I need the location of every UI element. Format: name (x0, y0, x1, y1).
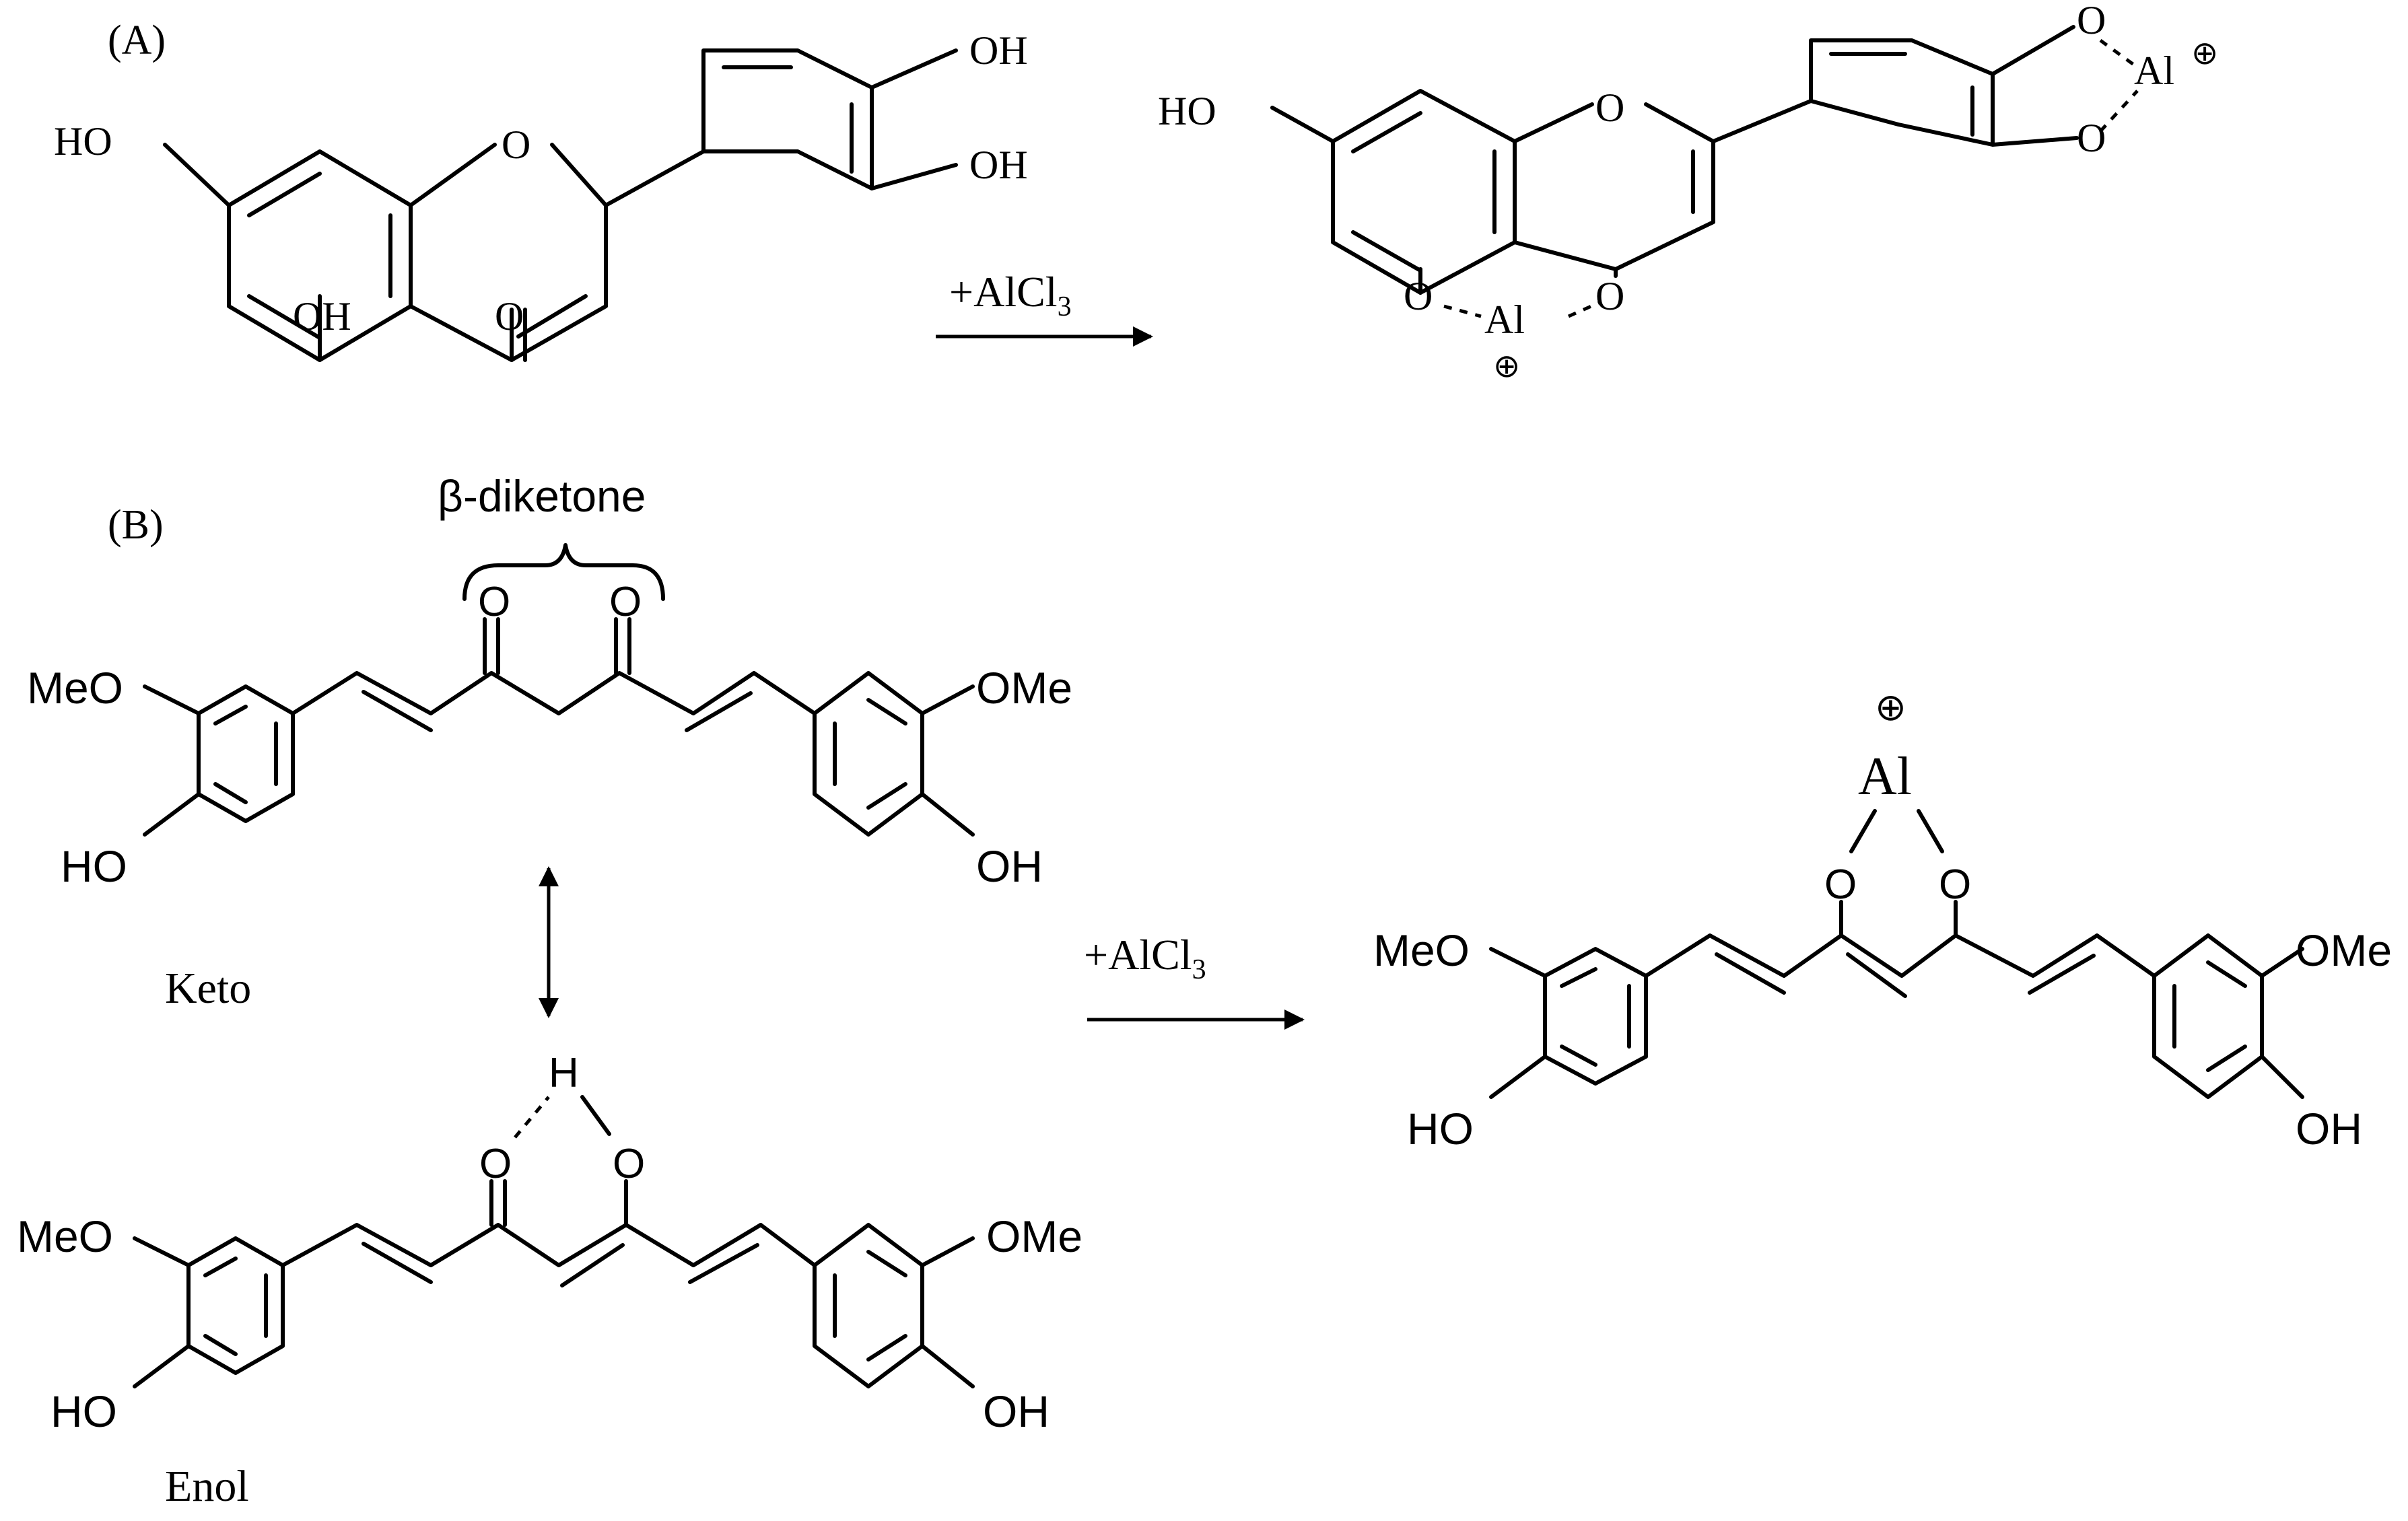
carbonyl-o-label: O (495, 294, 524, 339)
keto-oh-label: OH (976, 841, 1043, 891)
al-right-label: Al (2134, 48, 2174, 93)
keto-ho-label: HO (61, 841, 127, 891)
enol-structure (133, 1095, 975, 1388)
oh-mid-label: OH (969, 143, 1028, 187)
product-ho-label: HO (1158, 89, 1216, 133)
enol-meo-label: MeO (17, 1211, 113, 1261)
oh-bottom-label: OH (293, 294, 351, 339)
complex-meo-label: MeO (1373, 925, 1470, 975)
complex-ho-label: HO (1407, 1104, 1474, 1154)
al-curcumin-complex-structure (1489, 809, 2304, 1099)
complex-o1-label: O (1824, 861, 1857, 908)
enol-ome-label: OMe (986, 1211, 1082, 1261)
product-ring-o-label: O (1595, 85, 1624, 130)
catechol-o-top-label: O (2077, 0, 2106, 42)
reagent-b-label: +AlCl3 (1084, 931, 1206, 985)
o-left-label: O (1404, 274, 1433, 318)
beta-diketone-brace (462, 543, 665, 601)
o-right-label: O (1595, 274, 1624, 318)
keto-o1-label: O (478, 579, 510, 625)
keto-structure (143, 617, 975, 837)
complex-ome-label: OMe (2296, 925, 2392, 975)
panel-b-label: (B) (108, 502, 164, 548)
keto-ome-label: OMe (976, 663, 1072, 713)
complex-oh-label: OH (2296, 1104, 2362, 1154)
al-bottom-label: Al (1484, 297, 1525, 342)
panel-a-label: (A) (108, 17, 166, 63)
enol-oh-label: OH (983, 1386, 1050, 1436)
al-complex-a-structure (1270, 25, 2139, 318)
beta-diketone-label: β-diketone (438, 471, 646, 521)
catechol-o-bottom-label: O (2077, 116, 2106, 160)
enol-o1-label: O (479, 1141, 512, 1187)
enol-h-label: H (549, 1050, 579, 1096)
keto-name-label: Keto (165, 964, 251, 1013)
ring-o-label: O (502, 122, 530, 167)
complex-o2-label: O (1939, 861, 1971, 908)
reagent-a-label: +AlCl3 (949, 268, 1072, 322)
al-right-charge: ⊕ (2191, 36, 2218, 71)
oh-top-label: OH (969, 28, 1028, 73)
complex-al-charge: ⊕ (1875, 687, 1906, 729)
enol-name-label: Enol (165, 1462, 249, 1511)
keto-meo-label: MeO (27, 663, 123, 713)
ho-left-label: HO (54, 119, 112, 164)
al-bottom-charge: ⊕ (1493, 349, 1520, 384)
keto-o2-label: O (609, 579, 642, 625)
complex-al-label: Al (1858, 747, 1912, 806)
enol-ho-label: HO (50, 1386, 117, 1436)
enol-o2-label: O (613, 1141, 645, 1187)
luteolin-structure (163, 48, 958, 362)
